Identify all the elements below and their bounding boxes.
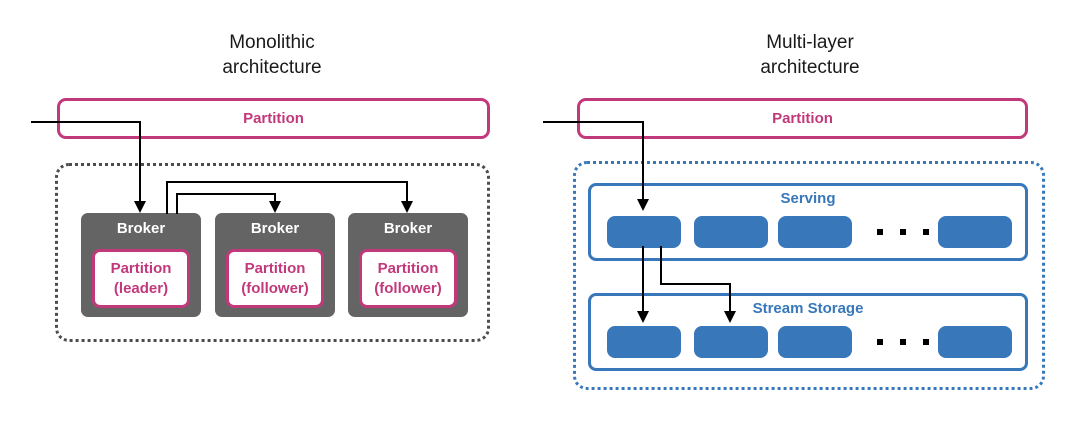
ellipsis-icon — [877, 339, 929, 345]
serving-layer-box: Serving — [588, 183, 1028, 261]
broker-3-partition-line1: Partition — [377, 259, 439, 277]
monolithic-title-line1: Monolithic — [229, 32, 315, 53]
broker-1-partition-line1: Partition — [110, 259, 172, 277]
storage-segment-3 — [778, 326, 852, 358]
stream-storage-layer-label: Stream Storage — [752, 300, 864, 317]
broker-box-3: Broker Partition (follower) — [348, 213, 468, 317]
broker-3-partition-line2: (follower) — [374, 279, 442, 297]
multilayer-partition-box: Partition — [577, 98, 1028, 139]
multilayer-partition-label: Partition — [772, 110, 833, 127]
serving-segment-2 — [694, 216, 768, 248]
serving-layer-label: Serving — [780, 190, 836, 207]
broker-2-partition-box: Partition (follower) — [226, 249, 324, 308]
monolithic-partition-box: Partition — [57, 98, 490, 139]
multilayer-title-line1: Multi-layer — [766, 32, 854, 53]
broker-3-partition-box: Partition (follower) — [359, 249, 457, 308]
monolithic-partition-label: Partition — [243, 110, 304, 127]
storage-segment-1 — [607, 326, 681, 358]
stream-storage-layer-box: Stream Storage — [588, 293, 1028, 371]
broker-1-partition-box: Partition (leader) — [92, 249, 190, 308]
serving-segment-3 — [778, 216, 852, 248]
ellipsis-icon — [877, 229, 929, 235]
multilayer-cluster-container: Serving Stream Storage — [573, 161, 1045, 390]
broker-box-2: Broker Partition (follower) — [215, 213, 335, 317]
multilayer-title-line2: architecture — [760, 57, 860, 78]
broker-3-label: Broker — [383, 220, 433, 237]
broker-2-partition-line1: Partition — [244, 259, 306, 277]
monolithic-title-line2: architecture — [222, 57, 322, 78]
broker-1-partition-line2: (leader) — [113, 279, 169, 297]
storage-segment-4 — [938, 326, 1012, 358]
broker-2-partition-line2: (follower) — [241, 279, 309, 297]
serving-segment-4 — [938, 216, 1012, 248]
storage-segment-2 — [694, 326, 768, 358]
broker-box-1: Broker Partition (leader) — [81, 213, 201, 317]
monolithic-title: Monolithic architecture — [162, 30, 382, 80]
broker-1-label: Broker — [116, 220, 166, 237]
broker-2-label: Broker — [250, 220, 300, 237]
serving-segment-1 — [607, 216, 681, 248]
multilayer-title: Multi-layer architecture — [700, 30, 920, 80]
broker-cluster-container: Broker Partition (leader) Broker Partiti… — [55, 163, 490, 342]
